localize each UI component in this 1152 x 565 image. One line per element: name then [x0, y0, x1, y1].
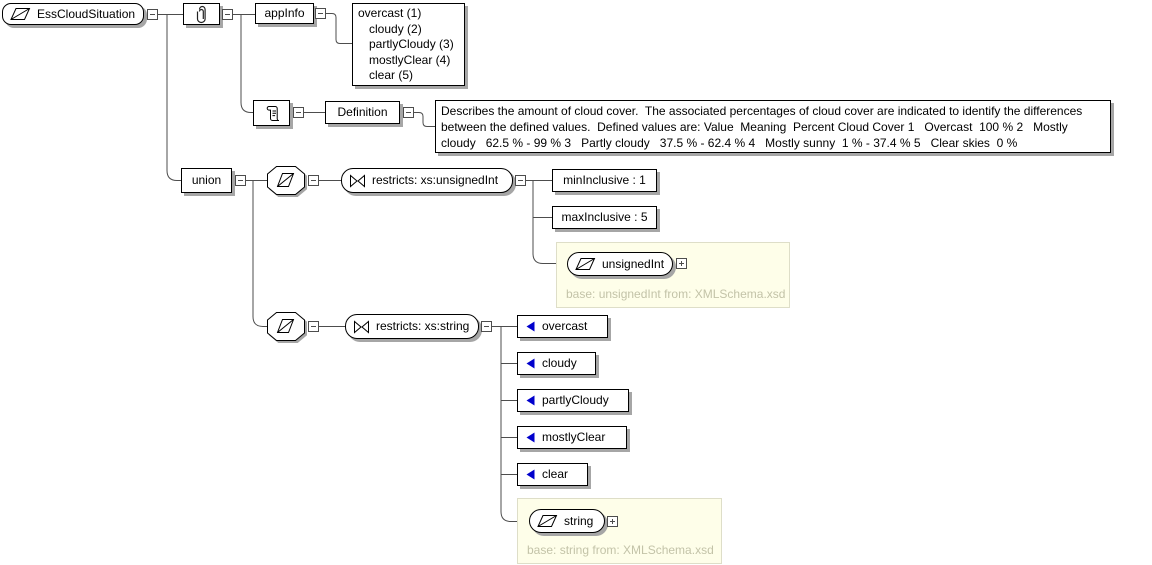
appinfo-item: cloudy (2)	[369, 21, 422, 36]
collapse-toggle[interactable]	[293, 107, 304, 118]
enumeration-node[interactable]: cloudy	[517, 352, 596, 375]
appinfo-item: mostlyClear (4)	[369, 52, 451, 67]
enumeration-node[interactable]: overcast	[517, 315, 608, 338]
collapse-toggle[interactable]	[235, 175, 246, 186]
collapse-toggle[interactable]	[147, 9, 158, 20]
facet-maxinclusive[interactable]: maxInclusive : 5	[552, 206, 657, 229]
element-icon	[10, 8, 31, 20]
simpletype-node[interactable]	[266, 311, 306, 345]
enumeration-icon	[526, 469, 535, 480]
base-type-note: base: string from: XMLSchema.xsd	[527, 543, 714, 557]
enumeration-icon	[526, 358, 535, 369]
element-label: EssCloudSituation	[37, 6, 136, 21]
restriction-node-string[interactable]: restricts: xs:string	[345, 314, 479, 339]
base-type-note: base: unsignedInt from: XMLSchema.xsd	[566, 287, 786, 301]
appinfo-item: partlyCloudy (3)	[369, 37, 454, 51]
expand-toggle[interactable]	[607, 516, 618, 527]
enumeration-node[interactable]: partlyCloudy	[517, 389, 629, 412]
enumeration-node[interactable]: clear	[517, 463, 588, 486]
base-type-node-string[interactable]: string	[529, 509, 605, 533]
base-type-label: unsignedInt	[602, 256, 665, 271]
enumeration-label: clear	[542, 467, 569, 481]
definition-node[interactable]: Definition	[325, 101, 400, 124]
restriction-label: restricts: xs:unsignedInt	[372, 173, 499, 187]
appinfo-node[interactable]: appInfo	[255, 3, 314, 24]
element-node-esscloudsituation[interactable]: EssCloudSituation	[2, 3, 144, 25]
union-label: union	[191, 173, 222, 187]
enumeration-label: overcast	[542, 319, 588, 333]
scroll-icon	[266, 106, 279, 121]
restriction-bowtie-icon	[354, 319, 369, 334]
collapse-toggle[interactable]	[315, 8, 326, 19]
base-type-label: string	[564, 513, 594, 528]
enumeration-node[interactable]: mostlyClear	[517, 426, 627, 449]
element-icon	[537, 515, 558, 527]
restriction-bowtie-icon	[350, 173, 365, 188]
definition-label: Definition	[337, 105, 388, 119]
documentation-line: cloudy 62.5 % - 99 % 3 Partly cloudy 37.…	[441, 136, 1018, 150]
simpletype-icon	[267, 312, 305, 341]
enumeration-label: mostlyClear	[542, 430, 606, 444]
collapse-toggle[interactable]	[222, 9, 233, 20]
documentation-node[interactable]	[253, 100, 290, 126]
annotation-node[interactable]	[183, 3, 220, 25]
collapse-toggle[interactable]	[308, 175, 319, 186]
enumeration-icon	[526, 395, 535, 406]
collapse-toggle[interactable]	[515, 175, 526, 186]
expand-toggle[interactable]	[676, 258, 687, 269]
appinfo-content: overcast (1) cloudy (2) partlyCloudy (3)…	[352, 3, 465, 86]
restriction-node-unsignedint[interactable]: restricts: xs:unsignedInt	[341, 168, 513, 193]
simpletype-icon	[267, 166, 305, 195]
base-type-node-unsignedint[interactable]: unsignedInt	[567, 252, 673, 276]
documentation-line: Describes the amount of cloud cover. The…	[441, 104, 1083, 118]
appinfo-label: appInfo	[264, 6, 305, 20]
collapse-toggle[interactable]	[308, 321, 319, 332]
appinfo-item: clear (5)	[369, 68, 414, 82]
documentation-line: between the defined values. Defined valu…	[441, 120, 1068, 134]
enumeration-label: cloudy	[542, 356, 577, 370]
appinfo-item: overcast (1)	[358, 6, 422, 20]
enumeration-icon	[526, 432, 535, 443]
element-icon	[575, 258, 596, 270]
union-node[interactable]: union	[181, 168, 232, 193]
simpletype-node[interactable]	[266, 165, 306, 199]
facet-mininclusive[interactable]: minInclusive : 1	[552, 169, 657, 192]
enumeration-icon	[526, 321, 535, 332]
facet-label: maxInclusive : 5	[561, 210, 648, 224]
facet-label: minInclusive : 1	[563, 173, 646, 187]
definition-content: Describes the amount of cloud cover. The…	[435, 100, 1111, 153]
collapse-toggle[interactable]	[403, 107, 414, 118]
paperclip-icon	[196, 5, 206, 24]
restriction-label: restricts: xs:string	[376, 319, 470, 333]
collapse-toggle[interactable]	[481, 321, 492, 332]
enumeration-label: partlyCloudy	[542, 393, 609, 407]
